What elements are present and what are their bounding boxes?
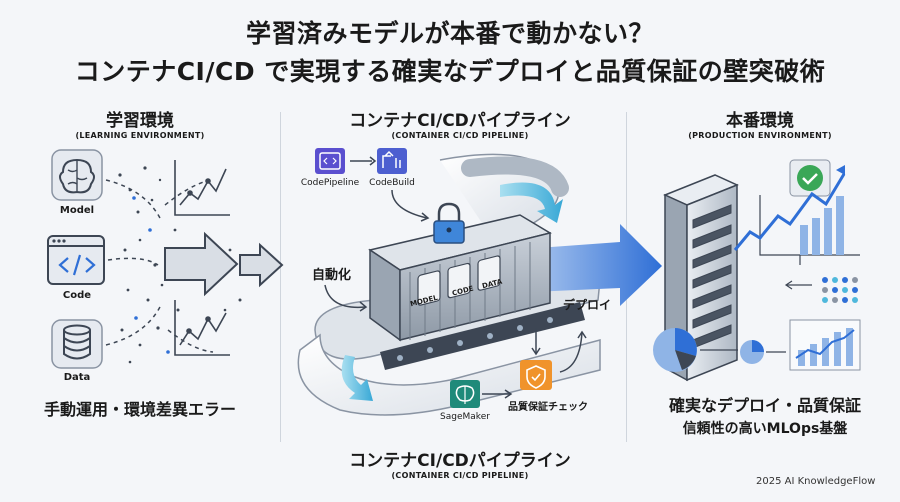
center-bottom-title: コンテナCI/CDパイプライン xyxy=(349,451,571,471)
data-label: Data xyxy=(63,372,91,383)
divider-left xyxy=(280,112,281,442)
sagemaker-label: SageMaker xyxy=(440,412,490,422)
scatter-dots-colored xyxy=(132,196,170,354)
page-title-line2: コンテナCI/CD で実現する確実なデプロイと品質保証の壁突破術 xyxy=(74,57,826,86)
credit-text: 2025 AI KnowledgeFlow xyxy=(756,476,876,487)
right-section-header: 本番環境 (PRODUCTION ENVIRONMENT) xyxy=(665,106,855,140)
mini-chart-top xyxy=(174,160,230,216)
database-icon xyxy=(51,319,103,369)
left-section-title: 学習環境 xyxy=(106,111,174,131)
qa-down-arrowhead xyxy=(531,347,541,356)
check-badge-icon xyxy=(789,159,831,197)
right-footer: 確実なデプロイ・品質保証 信頼性の高いMLOps基盤 xyxy=(640,392,890,438)
qa-label: 品質保証チェック xyxy=(508,402,588,413)
sagemaker-to-qa-arrowhead xyxy=(504,389,513,399)
line-chart-small xyxy=(789,319,861,371)
code-window-icon xyxy=(47,235,105,285)
center-bottom-subtitle: (CONTAINER CI/CD PIPELINE) xyxy=(391,471,529,480)
codebuild-label: CodeBuild xyxy=(369,178,415,188)
scatter-dots xyxy=(118,166,242,364)
auto-arrowhead xyxy=(359,301,368,312)
code-label: Code xyxy=(62,290,92,301)
left-section-subtitle: (LEARNING ENVIRONMENT) xyxy=(75,131,205,140)
pie-chart-large xyxy=(653,328,697,372)
mini-chart-bottom xyxy=(174,300,230,356)
growth-chart xyxy=(733,165,860,256)
right-section-title: 本番環境 xyxy=(726,111,794,131)
center-section-subtitle: (CONTAINER CI/CD PIPELINE) xyxy=(391,131,529,140)
right-section-subtitle: (PRODUCTION ENVIRONMENT) xyxy=(688,131,832,140)
dot-grid xyxy=(822,277,858,303)
auto-arrow xyxy=(324,284,366,309)
tool-connector-arrowhead xyxy=(369,156,377,166)
lock-icon xyxy=(433,202,465,244)
left-section-header: 学習環境 (LEARNING ENVIRONMENT) xyxy=(60,106,220,140)
deploy-label: デプロイ xyxy=(563,298,612,312)
center-bottom-header: コンテナCI/CDパイプライン (CONTAINER CI/CD PIPELIN… xyxy=(300,446,620,480)
grid-arrowhead xyxy=(784,280,793,290)
cyan-arrows xyxy=(341,182,563,401)
codepipeline-icon xyxy=(315,148,345,174)
model-label: Model xyxy=(59,205,95,216)
left-footer: 手動運用・環境差異エラー xyxy=(43,400,236,419)
qa-shield-icon xyxy=(520,360,552,390)
right-footer-line2: 信頼性の高いMLOps基盤 xyxy=(682,421,848,437)
build-to-container-arrow xyxy=(391,189,428,219)
qa-to-deploy-arrow xyxy=(559,331,583,373)
build-to-container-arrowhead xyxy=(420,212,430,222)
qa-to-deploy-arrowhead xyxy=(577,330,587,339)
pie-chart-small xyxy=(740,340,764,364)
sketch-arrows xyxy=(164,231,284,297)
auto-label: 自動化 xyxy=(312,268,352,283)
page-title-line1: 学習済みモデルが本番で動かない？ xyxy=(245,19,654,48)
sagemaker-icon xyxy=(450,380,480,408)
brain-icon xyxy=(51,149,103,201)
right-footer-line1: 確実なデプロイ・品質保証 xyxy=(668,396,861,415)
codepipeline-label: CodePipeline xyxy=(300,178,360,188)
codebuild-icon xyxy=(377,148,407,174)
center-section-header: コンテナCI/CDパイプライン (CONTAINER CI/CD PIPELIN… xyxy=(330,106,590,140)
center-section-title: コンテナCI/CDパイプライン xyxy=(349,111,571,131)
